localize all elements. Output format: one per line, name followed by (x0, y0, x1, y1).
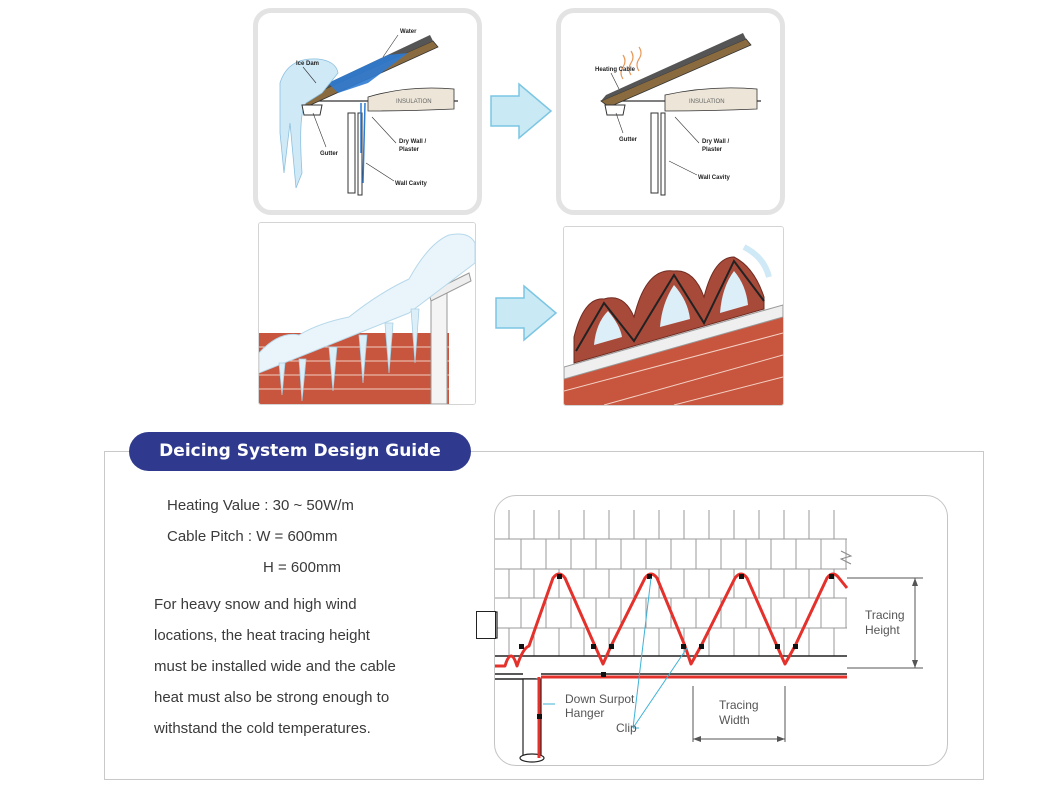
description-line: For heavy snow and high wind (154, 596, 357, 613)
down-support-hanger-label: Down Surpot (565, 692, 635, 706)
ice-dam-illustration: Water Ice Dam INSULATION Gutter Dry Wall… (253, 8, 482, 215)
insulation-label: INSULATION (689, 99, 725, 105)
description-line: withstand the cold temperatures. (154, 720, 371, 737)
arrow-right-icon (489, 82, 553, 140)
arrow-right-icon (494, 284, 558, 342)
insulation-label: INSULATION (396, 99, 432, 105)
roof-shingles (495, 510, 847, 657)
heating-value-text: Heating Value : 30 ~ 50W/m (167, 497, 354, 514)
plaster-label: Plaster (399, 147, 420, 153)
plaster-label: Plaster (702, 147, 723, 153)
clip-label: Clip (616, 721, 637, 735)
cable-pitch-h-text: H = 600mm (263, 559, 341, 576)
cable-layout-diagram: Tracing Height Tracing Width Down Surpot… (478, 495, 948, 766)
description-line: locations, the heat tracing height (154, 627, 370, 644)
tracing-width-label: Tracing (719, 698, 759, 712)
heating-cable-label: Heating Cable (595, 67, 636, 73)
dry-wall-label: Dry Wall / (399, 139, 426, 145)
dry-wall-label: Dry Wall / (702, 139, 729, 145)
down-support-hanger-label: Hanger (565, 706, 604, 720)
gutter-label: Gutter (619, 137, 638, 143)
tracing-height-label: Tracing (865, 608, 905, 622)
guide-title: Deicing System Design Guide (129, 432, 471, 471)
clip-markers (519, 574, 834, 719)
heated-roof-illustration: Heating Cable INSULATION Gutter Dry Wall… (556, 8, 785, 215)
water-label: Water (400, 29, 417, 35)
heated-tile-roof-illustration (563, 226, 784, 406)
description-line: heat must also be strong enough to (154, 689, 390, 706)
tracing-width-label: Width (719, 713, 750, 727)
guide-description: For heavy snow and high wind locations, … (154, 589, 454, 744)
gutter-label: Gutter (320, 151, 339, 157)
wall-cavity-label: Wall Cavity (698, 175, 730, 181)
ice-dam-label: Ice Dam (296, 61, 319, 67)
wall-cavity-label: Wall Cavity (395, 181, 427, 187)
description-line: must be installed wide and the cable (154, 658, 396, 675)
icicles-illustration (258, 222, 476, 405)
cable-pitch-w-text: Cable Pitch : W = 600mm (167, 528, 338, 545)
heating-cable (495, 572, 849, 668)
tracing-height-label: Height (865, 623, 900, 637)
control-box (476, 611, 496, 639)
